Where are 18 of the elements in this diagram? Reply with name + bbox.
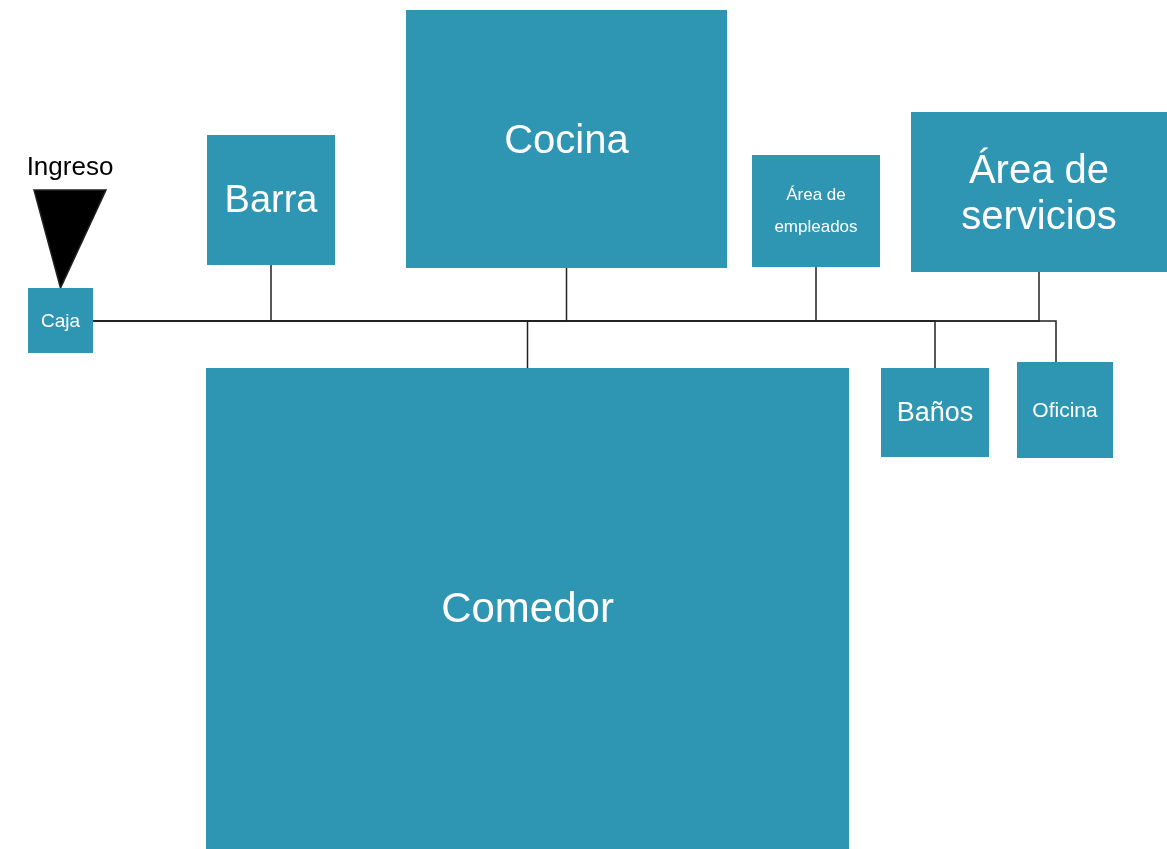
room-box bbox=[406, 10, 727, 268]
room-label: Área de empleados bbox=[773, 183, 859, 238]
room-label: Barra bbox=[223, 178, 319, 222]
room-box bbox=[752, 155, 880, 267]
room-box bbox=[28, 288, 93, 353]
room-box bbox=[207, 135, 335, 265]
room-box bbox=[911, 112, 1167, 272]
entry-arrow bbox=[33, 189, 108, 291]
room-label: Área de servicios bbox=[960, 146, 1118, 238]
room-box bbox=[1017, 362, 1113, 458]
room-label: Baños bbox=[895, 396, 975, 428]
room-box bbox=[881, 368, 989, 457]
room-box bbox=[206, 368, 849, 849]
room-label: Cocina bbox=[503, 116, 630, 162]
room-label: Caja bbox=[39, 309, 82, 332]
entry-label: Ingreso bbox=[8, 148, 132, 186]
room-label: Comedor bbox=[440, 584, 615, 633]
room-label: Oficina bbox=[1031, 397, 1099, 423]
